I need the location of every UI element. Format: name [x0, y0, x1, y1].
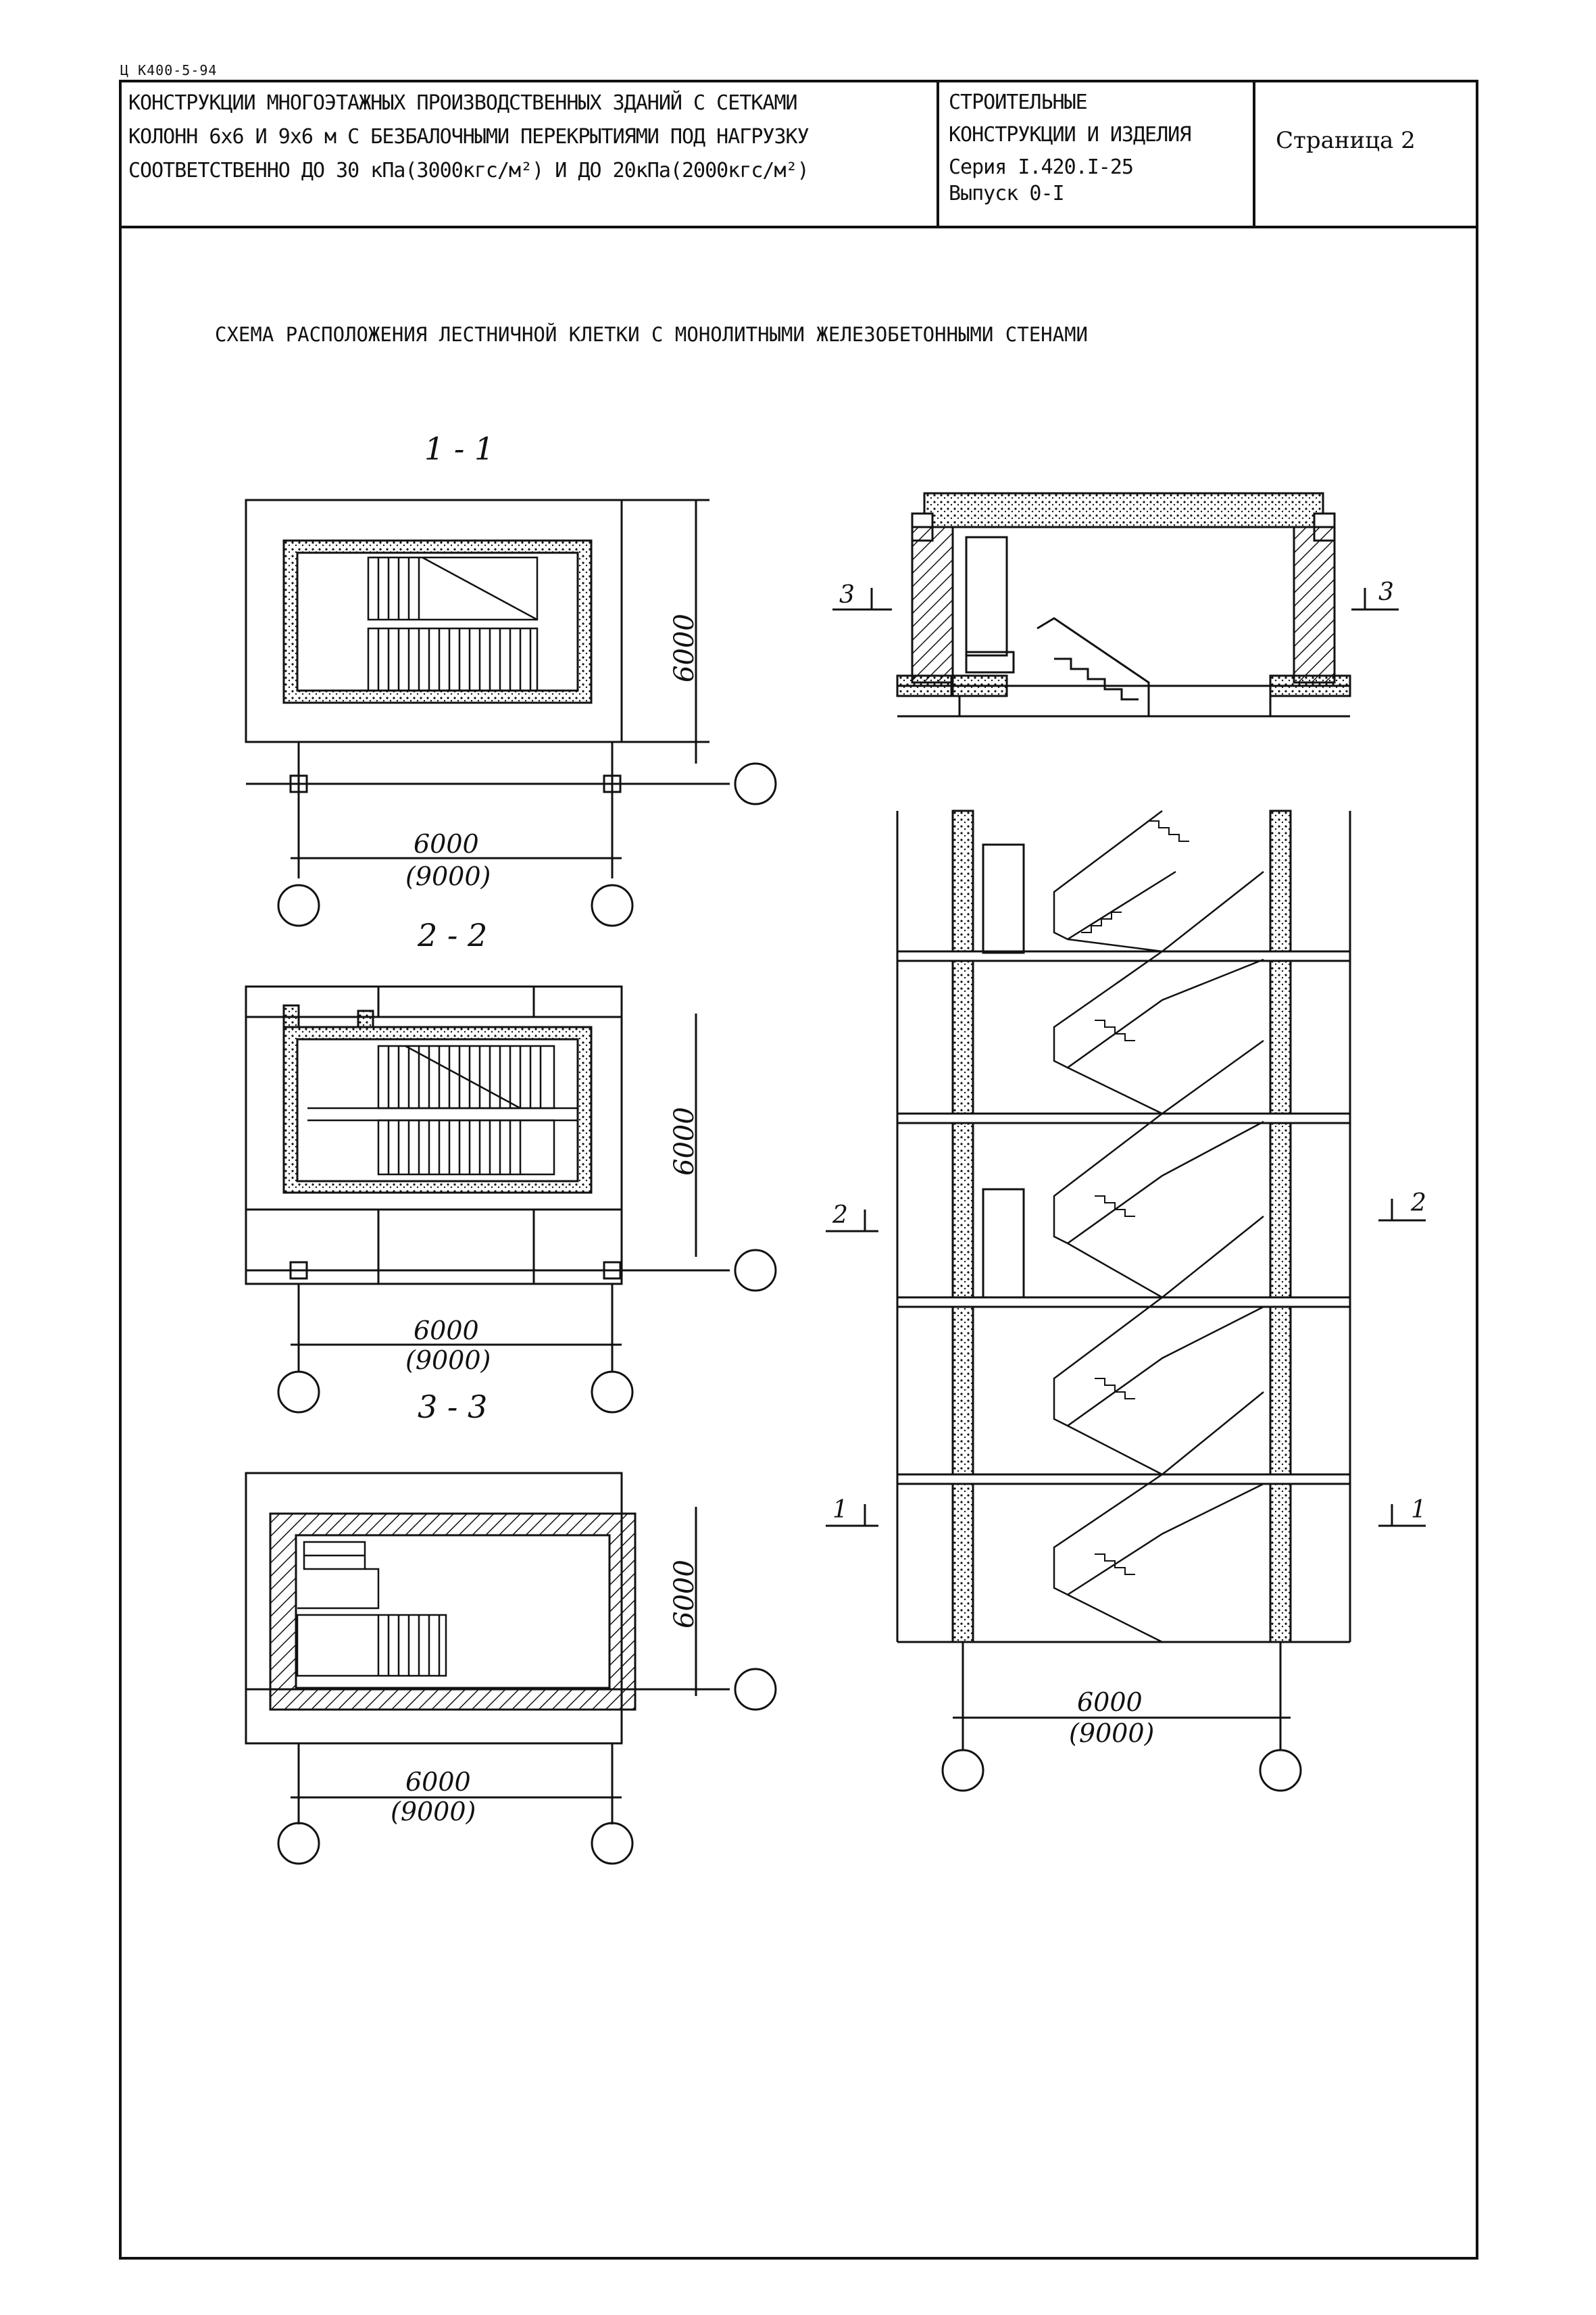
drawing-title: СХЕМА РАСПОЛОЖЕНИЯ ЛЕСТНИЧНОЙ КЛЕТКИ С М… [215, 323, 1089, 346]
plan-1-axis-circle [591, 884, 634, 927]
plan-1-stair [367, 556, 539, 692]
top-wall-right [1293, 526, 1336, 684]
title-line-1: КОНСТРУКЦИИ МНОГОЭТАЖНЫХ ПРОИЗВОДСТВЕННЫ… [128, 91, 798, 115]
plan-1-axis-circle-right [734, 762, 777, 805]
top-stair [1037, 617, 1150, 718]
plan-2-column [289, 1261, 308, 1280]
title-block: КОНСТРУКЦИИ МНОГОЭТАЖНЫХ ПРОИЗВОДСТВЕННЫ… [119, 80, 1478, 228]
plan-2-label: 2 - 2 [417, 917, 487, 953]
section-width-alt: (9000) [1069, 1718, 1154, 1748]
top-wall-left [911, 526, 954, 684]
plan-3-axis-circle [591, 1822, 634, 1865]
plan-2-width-dim: 6000 [414, 1316, 479, 1345]
staircase-section: 2 2 1 1 6000 (9000) [826, 810, 1426, 1792]
plan-2-width-alt: (9000) [405, 1345, 491, 1375]
stair-steps [1081, 820, 1189, 1575]
plan-3-label: 3 - 3 [418, 1389, 487, 1425]
category-issue: Выпуск 0-I [949, 182, 1065, 205]
plan-3-stair [296, 1541, 447, 1677]
floor-slabs [896, 950, 1351, 1485]
plan-3-width-dim: 6000 [405, 1767, 471, 1797]
plan-2-depth-dim: 6000 [669, 1107, 700, 1176]
section-axis-circle [941, 1749, 984, 1792]
plan-1-interior [296, 551, 579, 692]
title-line-2: КОЛОНН 6х6 И 9х6 м С БЕЗБАЛОЧНЫМИ ПЕРЕКР… [128, 125, 809, 149]
document-code: Ц К400-5-94 [120, 62, 218, 78]
section-door [982, 1188, 1025, 1299]
category-series: Серия I.420.I-25 [949, 155, 1134, 179]
plan-3-axis-circle [277, 1822, 320, 1865]
stair-flights [1053, 810, 1264, 1643]
section-wall-left [951, 810, 974, 1643]
plan-1-label: 1 - 1 [424, 430, 494, 467]
section-axis-circle [1259, 1749, 1302, 1792]
plan-2-interior [296, 1038, 579, 1183]
title-block-page: Страница 2 [1255, 80, 1476, 226]
plan-2-outline [245, 985, 623, 1285]
plan-1-depth-dim: 6000 [669, 614, 700, 682]
section-width-dim: 6000 [1077, 1687, 1143, 1717]
cut-mark-2-left: 2 [832, 1201, 848, 1229]
plan-2-axis-circle [277, 1370, 320, 1414]
cut-mark-1-left: 1 [832, 1496, 848, 1524]
category-line-1: СТРОИТЕЛЬНЫЕ [949, 91, 1088, 114]
section-wall-right [1269, 810, 1292, 1643]
plan-3-3: 3 - 3 6000 6000 (9000) [245, 1389, 777, 1865]
plan-2-axis-circle-right [734, 1249, 777, 1292]
title-block-category: СТРОИТЕЛЬНЫЕ КОНСТРУКЦИИ И ИЗДЕЛИЯ Серия… [939, 80, 1255, 226]
plan-3-axis-circle-right [734, 1668, 777, 1711]
plan-1-outline [245, 499, 623, 743]
plan-2-2: 2 - 2 [245, 917, 777, 1414]
drawing-frame [119, 80, 1478, 2260]
top-section: 3 3 [832, 492, 1399, 718]
title-block-description: КОНСТРУКЦИИ МНОГОЭТАЖНЫХ ПРОИЗВОДСТВЕННЫ… [119, 80, 939, 226]
plan-3-width-alt: (9000) [391, 1797, 476, 1826]
title-line-3: СООТВЕТСТВЕННО ДО 30 кПа(3000кгс/м²) И Д… [128, 159, 809, 182]
plan-1-axis-circle [277, 884, 320, 927]
plan-1-width-alt: (9000) [405, 862, 491, 891]
page-label: Страница 2 [1276, 127, 1416, 154]
cut-mark-3-left: 3 [839, 581, 855, 609]
plan-1-1: 1 - 1 6000 6000 [245, 430, 777, 927]
plan-2-axis-circle [591, 1370, 634, 1414]
roof-slab [923, 492, 1324, 528]
plan-1-width-dim: 6000 [414, 829, 479, 859]
plan-3-depth-dim: 6000 [669, 1560, 700, 1628]
plan-2-column [603, 1261, 622, 1280]
category-line-2: КОНСТРУКЦИИ И ИЗДЕЛИЯ [949, 123, 1191, 147]
top-door [965, 536, 1008, 657]
cut-mark-3-right: 3 [1378, 578, 1394, 606]
plan-3-interior [295, 1534, 611, 1689]
cut-mark-2-right: 2 [1410, 1189, 1426, 1217]
cut-mark-1-right: 1 [1411, 1496, 1426, 1524]
section-door [982, 843, 1025, 954]
plan-2-stair [307, 1045, 578, 1176]
